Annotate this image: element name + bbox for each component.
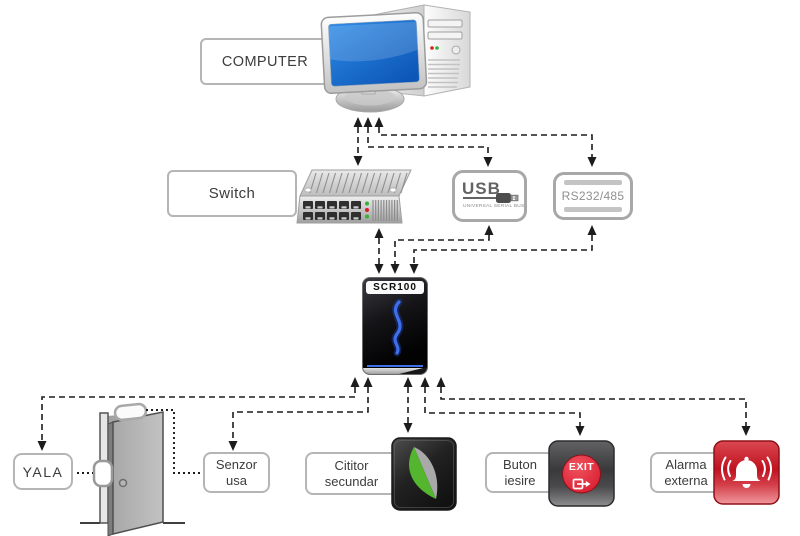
- switch-illustration: [296, 169, 412, 224]
- reader-leaf-gray: [414, 447, 438, 499]
- usb-plug-icon: [496, 193, 519, 203]
- yala-label-text: YALA: [22, 463, 64, 480]
- rs232-label-text: RS232/485: [561, 189, 625, 203]
- wire-scr100-buton: [424, 387, 581, 426]
- door-panel: [112, 411, 164, 535]
- alarm-art: [713, 440, 780, 505]
- label-alarma-externa: Alarma externa: [650, 452, 722, 493]
- switch-label-text: Switch: [208, 185, 256, 202]
- door-sensor-icon: [113, 402, 148, 422]
- wire-usb-scr100: [394, 235, 490, 264]
- exit-button-illustration: EXIT: [548, 440, 615, 507]
- label-rs232: RS232/485: [553, 172, 633, 220]
- label-usb: USB UNIVERSAL SERIAL BUS: [452, 170, 527, 222]
- wire-scr100-alarma: [440, 387, 747, 426]
- wire-scr100-yala: [41, 387, 356, 441]
- label-switch: Switch: [167, 170, 297, 217]
- label-buton-iesire: Buton iesire: [485, 452, 555, 493]
- scr100-base: [363, 368, 427, 374]
- senzor-line2: usa: [226, 472, 247, 488]
- rs232-bottom-bar: [564, 207, 622, 212]
- scr100-name-plate: SCR100: [366, 281, 424, 294]
- wire-scr100-senzor: [232, 387, 369, 441]
- wire-doorsensor-senzor: [146, 409, 200, 474]
- switch-led-green-top: [365, 201, 369, 206]
- wire-computer-rs232: [378, 127, 593, 157]
- rs232-top-bar: [564, 180, 622, 185]
- scr100-s-glow: [391, 298, 404, 357]
- exit-button-art: [548, 440, 615, 507]
- usb-subtitle-text: UNIVERSAL SERIAL BUS: [463, 204, 525, 209]
- computer-label-text: COMPUTER: [221, 53, 309, 70]
- usb-logo-line: [463, 197, 501, 199]
- reader-leaf-green: [409, 447, 436, 499]
- computer-illustration: [320, 4, 471, 113]
- label-yala: YALA: [13, 453, 73, 490]
- scr100-label-text: SCR100: [373, 282, 417, 293]
- switch-vent-stripes: [309, 172, 408, 194]
- buton-line2: iesire: [504, 472, 536, 488]
- label-computer: COMPUTER: [200, 38, 330, 85]
- wire-computer-usb: [367, 127, 489, 157]
- cititor-line1: Cititor: [334, 457, 369, 473]
- switch-ports: [303, 201, 361, 220]
- scr100-device: SCR100: [362, 277, 428, 375]
- alarma-line1: Alarma: [665, 456, 707, 472]
- switch-led-red: [365, 208, 369, 212]
- secondary-reader-illustration: [391, 437, 457, 511]
- door-knob-icon: [118, 478, 128, 488]
- alarm-bell-icon: [732, 456, 761, 488]
- cititor-line2: secundar: [324, 473, 379, 489]
- exit-door-arrow-icon: [572, 478, 591, 490]
- door-illustration: [80, 402, 185, 536]
- label-senzor-usa: Senzor usa: [203, 452, 270, 493]
- label-cititor-secundar: Cititor secundar: [305, 452, 398, 495]
- alarma-line2: externa: [664, 472, 708, 488]
- lock-icon: [92, 459, 114, 488]
- senzor-line1: Senzor: [215, 456, 258, 472]
- buton-line1: Buton: [503, 456, 537, 472]
- switch-vent-slits: [372, 200, 398, 221]
- alarm-sound-waves: [721, 456, 772, 481]
- wire-rs232-scr100: [413, 235, 593, 264]
- usb-logo-text: USB: [462, 179, 501, 198]
- monitor-icon: [320, 12, 428, 95]
- scr100-blue-stripe: [367, 364, 423, 367]
- switch-led-green-bottom: [365, 214, 369, 219]
- alarm-illustration: [713, 440, 780, 505]
- exit-button-text: EXIT: [568, 461, 595, 473]
